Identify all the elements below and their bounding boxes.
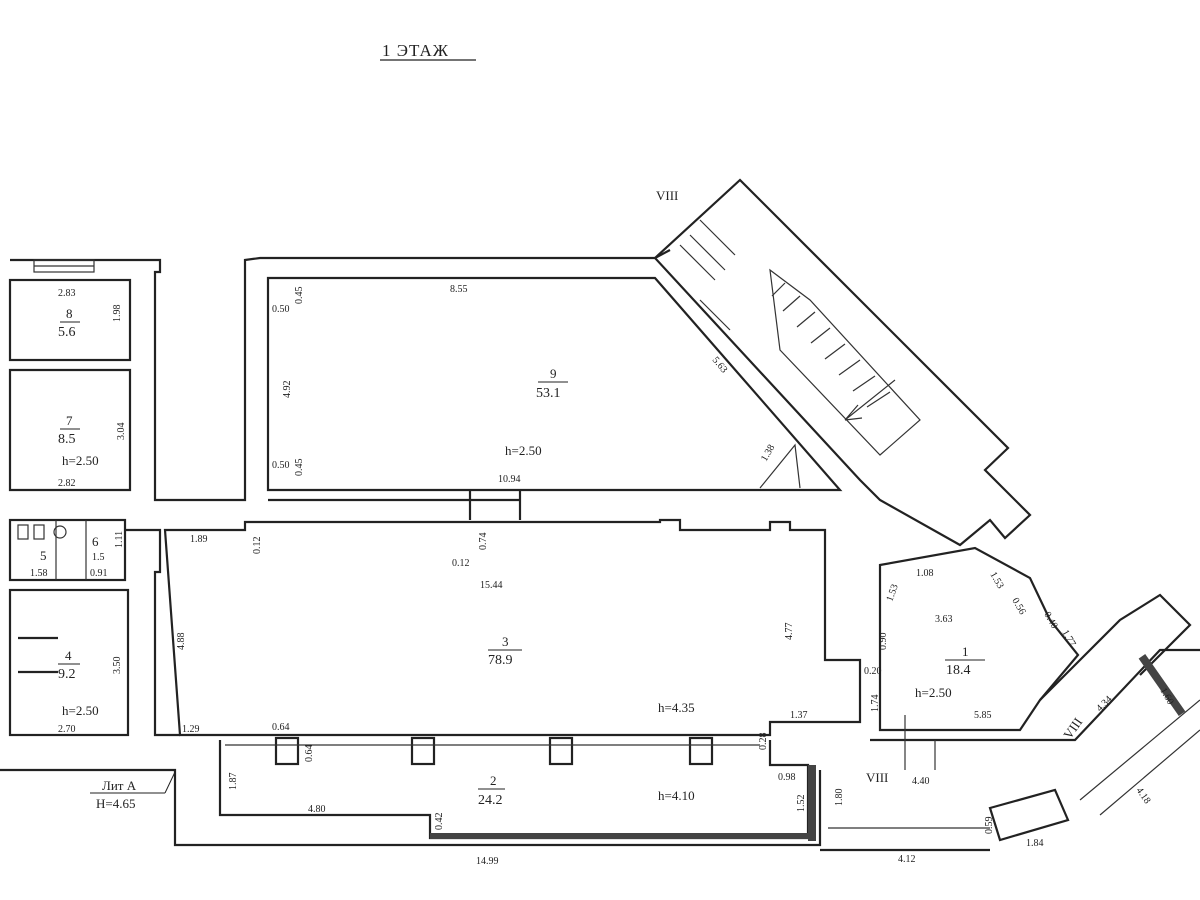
svg-text:Лит А: Лит А xyxy=(102,778,137,793)
dim-label: 0.45 xyxy=(294,287,305,305)
dim-label: 4.34 xyxy=(1094,694,1114,714)
room-5: 5 xyxy=(40,548,47,563)
dim-label: 1.58 xyxy=(30,568,48,579)
dim-label: 0.50 xyxy=(272,460,290,471)
dim-label: 4.12 xyxy=(898,854,916,865)
dim-label: 0.64 xyxy=(272,722,290,733)
dim-label: 1.52 xyxy=(796,795,807,813)
dim-label: 1.5 xyxy=(92,552,105,563)
svg-text:4: 4 xyxy=(65,648,72,663)
dim-label: 1.98 xyxy=(112,305,123,323)
dim-label: 1.84 xyxy=(1026,838,1044,849)
dim-label: 3.63 xyxy=(935,614,953,625)
dim-label: 14.99 xyxy=(476,856,499,867)
svg-text:78.9: 78.9 xyxy=(488,653,513,668)
dim-label: 1.11 xyxy=(114,531,125,548)
svg-text:6: 6 xyxy=(92,534,99,549)
svg-text:3: 3 xyxy=(502,634,509,649)
dim-label: 2.83 xyxy=(58,288,76,299)
svg-text:8: 8 xyxy=(66,306,73,321)
dim-label: 0.91 xyxy=(90,568,108,579)
svg-text:h=2.50: h=2.50 xyxy=(915,685,952,700)
room-7: 7 8.5 h=2.50 xyxy=(58,413,99,468)
dim-label: 1.87 xyxy=(228,773,239,791)
svg-text:1: 1 xyxy=(962,644,969,659)
dim-label: 0.56 xyxy=(1009,596,1027,617)
dim-label: 1.74 xyxy=(870,695,881,713)
dimension-labels: 2.83 1.98 3.04 2.82 8.55 0.50 0.45 4.92 … xyxy=(30,284,1176,867)
svg-text:VIII: VIII xyxy=(1060,715,1085,742)
dim-label: 2.70 xyxy=(58,724,76,735)
dim-label: 4.88 xyxy=(176,633,187,651)
dim-label: 1.53 xyxy=(884,583,900,603)
svg-text:h=2.50: h=2.50 xyxy=(62,453,99,468)
dim-label: 0.64 xyxy=(304,745,315,763)
dim-label: 2.82 xyxy=(58,478,76,489)
svg-text:h=4.35: h=4.35 xyxy=(658,700,695,715)
dim-label: 1.89 xyxy=(190,534,208,545)
dim-label: 3.50 xyxy=(112,657,123,675)
dim-label: 15.44 xyxy=(480,580,503,591)
dim-label: 5.63 xyxy=(710,355,730,375)
svg-text:5: 5 xyxy=(40,548,47,563)
walls xyxy=(0,178,1200,852)
dim-label: 4.40 xyxy=(912,776,930,787)
dim-label: 1.29 xyxy=(182,724,200,735)
dim-label: 0.74 xyxy=(478,533,489,551)
dim-label: 8.55 xyxy=(450,284,468,295)
svg-text:9.2: 9.2 xyxy=(58,667,76,682)
dim-label: 5.85 xyxy=(974,710,992,721)
svg-text:53.1: 53.1 xyxy=(536,386,561,401)
building-label: Лит А H=4.65 xyxy=(90,771,176,811)
svg-text:9: 9 xyxy=(550,366,557,381)
dim-label: 1.53 xyxy=(987,570,1005,591)
room-4: 4 9.2 h=2.50 xyxy=(58,648,99,718)
room-1: 1 18.4 h=2.50 xyxy=(915,644,985,700)
svg-text:VIII: VIII xyxy=(866,770,888,785)
svg-text:h=4.10: h=4.10 xyxy=(658,788,695,803)
dim-label: 0.59 xyxy=(984,817,995,835)
svg-text:24.2: 24.2 xyxy=(478,793,503,808)
dim-label: 0.98 xyxy=(778,772,796,783)
room-6: 6 xyxy=(92,534,99,549)
dim-label: 1.80 xyxy=(834,789,845,807)
plan-title: 1 ЭТАЖ xyxy=(382,41,449,60)
dim-label: 4.77 xyxy=(784,623,795,641)
dim-label: 4.18 xyxy=(1134,785,1153,806)
dim-label: 10.94 xyxy=(498,474,521,485)
dim-label: 4.80 xyxy=(308,804,326,815)
room-labels: 8 5.6 7 8.5 h=2.50 9 53.1 h=2.50 5 6 4 9… xyxy=(40,306,985,808)
room-9: 9 53.1 h=2.50 xyxy=(505,366,568,458)
dim-label: 1.37 xyxy=(790,710,808,721)
dim-label: 0.42 xyxy=(434,813,445,831)
svg-text:2: 2 xyxy=(490,773,497,788)
svg-text:h=2.50: h=2.50 xyxy=(505,443,542,458)
dim-label: 0.45 xyxy=(294,459,305,477)
svg-text:H=4.65: H=4.65 xyxy=(96,796,135,811)
dim-label: 1.38 xyxy=(759,443,777,464)
dim-label: 1.77 xyxy=(1059,628,1077,649)
dim-label: 0.12 xyxy=(452,558,470,569)
dim-label: 0.50 xyxy=(272,304,290,315)
dim-label: 0.20 xyxy=(864,666,882,677)
svg-text:7: 7 xyxy=(66,413,73,428)
dim-label: 0.12 xyxy=(252,537,263,555)
dim-label: 4.92 xyxy=(282,381,293,399)
stair-arrow-icon xyxy=(844,379,896,421)
dim-label: 0.28 xyxy=(758,733,769,751)
dim-label: 1.08 xyxy=(916,568,934,579)
svg-text:18.4: 18.4 xyxy=(946,663,971,678)
svg-text:5.6: 5.6 xyxy=(58,325,76,340)
svg-text:h=2.50: h=2.50 xyxy=(62,703,99,718)
dim-label: 0.90 xyxy=(878,633,889,651)
svg-text:VIII: VIII xyxy=(656,188,678,203)
room-2: 2 24.2 h=4.10 xyxy=(478,773,695,808)
svg-text:8.5: 8.5 xyxy=(58,432,76,447)
stair-steps xyxy=(769,268,921,456)
room-8: 8 5.6 xyxy=(58,306,80,340)
dim-label: 3.04 xyxy=(116,423,127,441)
room-3: 3 78.9 h=4.35 xyxy=(488,634,695,715)
